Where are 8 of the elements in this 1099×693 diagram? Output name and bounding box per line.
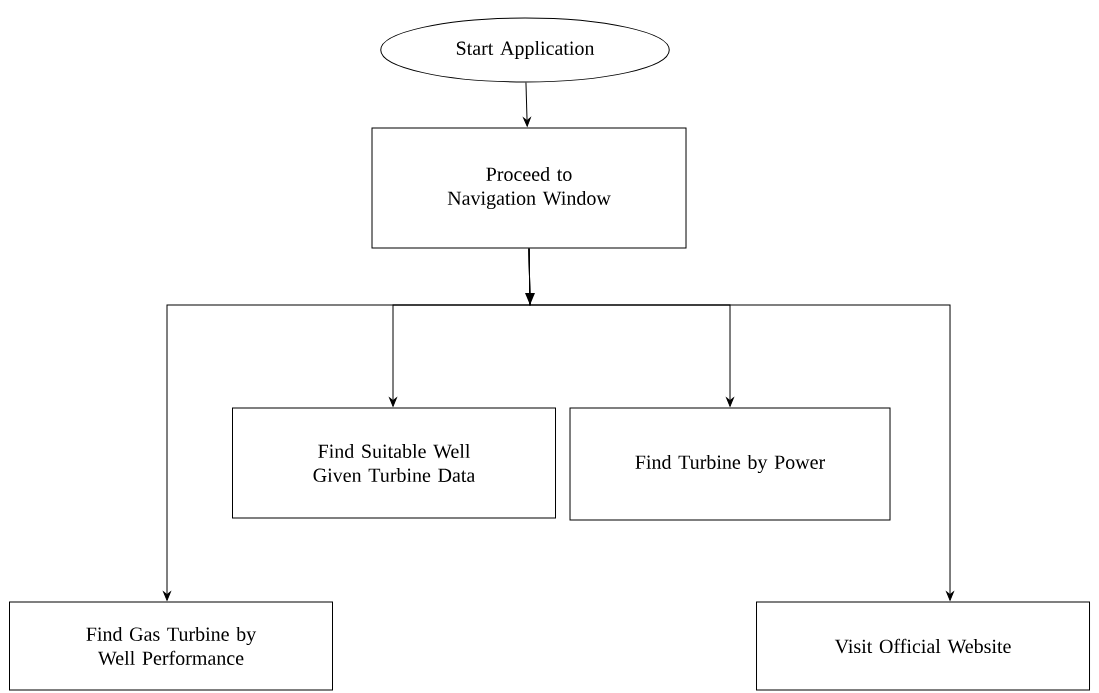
process-box: Find Turbine by Power [569,407,891,521]
process-box: Visit Official Website [756,601,1090,691]
arrow [523,82,531,127]
process-box: Proceed to Navigation Window [371,127,687,249]
process-box: Find Suitable Well Given Turbine Data [232,407,556,519]
arrowhead [525,293,535,305]
arrow [528,248,954,601]
process-box: Find Gas Turbine by Well Performance [9,601,333,691]
